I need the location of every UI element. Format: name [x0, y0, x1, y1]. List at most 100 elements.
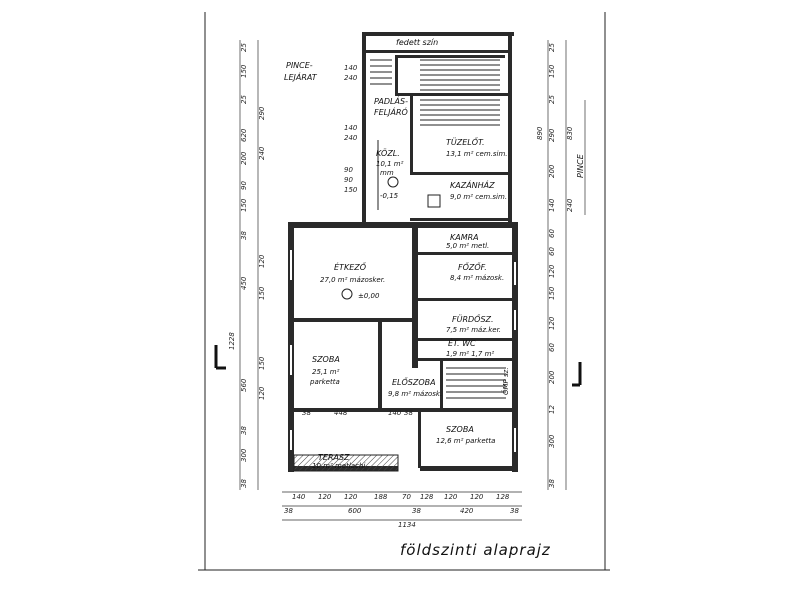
covered-shed-label: fedett szín — [396, 38, 438, 47]
cellar-stair — [420, 59, 500, 126]
svg-text:90: 90 — [344, 176, 353, 184]
svg-text:60: 60 — [548, 229, 556, 238]
svg-text:38: 38 — [510, 507, 519, 515]
svg-text:38: 38 — [240, 479, 248, 488]
level-marker-icon — [341, 288, 353, 300]
svg-text:12: 12 — [548, 405, 556, 414]
svg-text:600: 600 — [348, 507, 362, 515]
svg-text:200: 200 — [240, 151, 248, 165]
attic-access-label-2: FELJÁRÓ — [374, 106, 408, 117]
svg-text:200: 200 — [548, 164, 556, 178]
upper-annex — [362, 32, 514, 222]
room-left-area: 25,1 m² — [312, 368, 340, 376]
svg-text:140: 140 — [548, 198, 556, 212]
svg-text:60: 60 — [548, 247, 556, 256]
svg-text:140: 140 — [344, 124, 358, 132]
boiler-room-label: KAZÁNHÁZ — [450, 179, 495, 190]
corridor-area: 10,1 m² — [376, 160, 404, 168]
fuel-storage-area: 13,1 m² cem.sim. — [446, 150, 508, 158]
bathroom-area: 7,5 m² máz.ker. — [446, 326, 501, 334]
svg-text:60: 60 — [548, 343, 556, 352]
svg-text:120: 120 — [548, 316, 556, 330]
left-dimension-labels: 25 150 25 620 200 90 150 38 450 1228 560… — [228, 43, 266, 488]
room-left-label: SZOBA — [312, 355, 340, 364]
svg-text:120: 120 — [258, 386, 266, 400]
svg-text:620: 620 — [240, 128, 248, 142]
svg-text:290: 290 — [258, 106, 266, 120]
svg-text:120: 120 — [548, 264, 556, 278]
terrace-area: 10 m² metlachi — [312, 462, 365, 470]
svg-text:70: 70 — [402, 493, 411, 501]
svg-text:150: 150 — [258, 356, 266, 370]
wc-label: ÉT. WC — [448, 337, 476, 348]
svg-text:830: 830 — [566, 126, 574, 140]
svg-text:150: 150 — [258, 286, 266, 300]
svg-text:128: 128 — [420, 493, 434, 501]
svg-text:25: 25 — [548, 43, 556, 52]
right-dimension-labels: 25 150 25 890 290 200 140 60 60 120 150 … — [536, 43, 574, 488]
svg-text:140: 140 — [388, 409, 402, 417]
attic-access-label-1: PADLÁS- — [374, 95, 408, 106]
svg-text:560: 560 — [240, 378, 248, 392]
svg-text:188: 188 — [374, 493, 388, 501]
svg-text:38: 38 — [240, 426, 248, 435]
svg-text:448: 448 — [334, 409, 348, 417]
svg-text:25: 25 — [240, 95, 248, 104]
cellar-side-label: PINCE — [576, 153, 585, 178]
svg-text:200: 200 — [548, 370, 556, 384]
svg-text:140: 140 — [292, 493, 306, 501]
corridor-label: KÖZL. — [376, 148, 400, 158]
svg-text:120: 120 — [344, 493, 358, 501]
kitchen-area: 8,4 m² mázosk. — [450, 274, 504, 282]
svg-text:150: 150 — [240, 64, 248, 78]
svg-text:890: 890 — [536, 126, 544, 140]
hall-label: ELŐSZOBA — [392, 377, 436, 387]
svg-text:300: 300 — [240, 448, 248, 462]
bottom-dimension-labels: 140 120 120 188 70 128 120 120 128 38 60… — [284, 493, 519, 529]
svg-text:25: 25 — [548, 95, 556, 104]
section-marker-left — [214, 345, 226, 370]
pantry-area: 5,0 m² metl. — [446, 242, 489, 250]
level-label-1: -0,15 — [380, 192, 399, 200]
svg-text:240: 240 — [344, 134, 358, 142]
svg-text:38: 38 — [284, 507, 293, 515]
level-label-2: ±0,00 — [358, 292, 380, 300]
corridor-finish: mm — [380, 169, 394, 177]
attic-stair — [370, 59, 392, 210]
svg-text:25: 25 — [240, 43, 248, 52]
terrace-paving — [293, 454, 399, 472]
exterior-wall-note: ÖMP sz. — [501, 367, 510, 395]
level-marker-icon — [387, 176, 399, 188]
svg-text:140: 140 — [344, 64, 358, 72]
svg-text:120: 120 — [318, 493, 332, 501]
svg-text:38: 38 — [302, 409, 311, 417]
svg-text:90: 90 — [344, 166, 353, 174]
svg-text:128: 128 — [496, 493, 510, 501]
svg-text:120: 120 — [444, 493, 458, 501]
svg-text:90: 90 — [240, 181, 248, 190]
dimension-lines — [239, 40, 586, 521]
svg-text:150: 150 — [240, 198, 248, 212]
inner-dimension-labels: 38 448 140 38 — [302, 409, 413, 417]
svg-text:150: 150 — [344, 186, 358, 194]
svg-text:38: 38 — [412, 507, 421, 515]
drawing-title: földszinti alaprajz — [400, 541, 551, 559]
entry-stair — [446, 367, 506, 399]
room-left-finish: parketta — [309, 378, 340, 386]
terrace-label: TERASZ — [318, 453, 350, 462]
section-marker-right — [572, 362, 582, 387]
cellar-access-label-2: LEJÁRAT — [284, 71, 318, 82]
svg-text:38: 38 — [240, 231, 248, 240]
cellar-access-label-1: PINCE- — [286, 61, 313, 70]
wc-area: 1,9 m² 1,7 m² — [446, 350, 494, 358]
svg-text:120: 120 — [258, 254, 266, 268]
svg-text:240: 240 — [258, 146, 266, 160]
svg-text:150: 150 — [548, 64, 556, 78]
room-right-label: SZOBA — [446, 425, 474, 434]
svg-text:150: 150 — [548, 286, 556, 300]
svg-text:1134: 1134 — [398, 521, 416, 529]
svg-text:240: 240 — [566, 198, 574, 212]
svg-text:120: 120 — [470, 493, 484, 501]
kitchen-label: FŐZŐF. — [458, 262, 487, 272]
